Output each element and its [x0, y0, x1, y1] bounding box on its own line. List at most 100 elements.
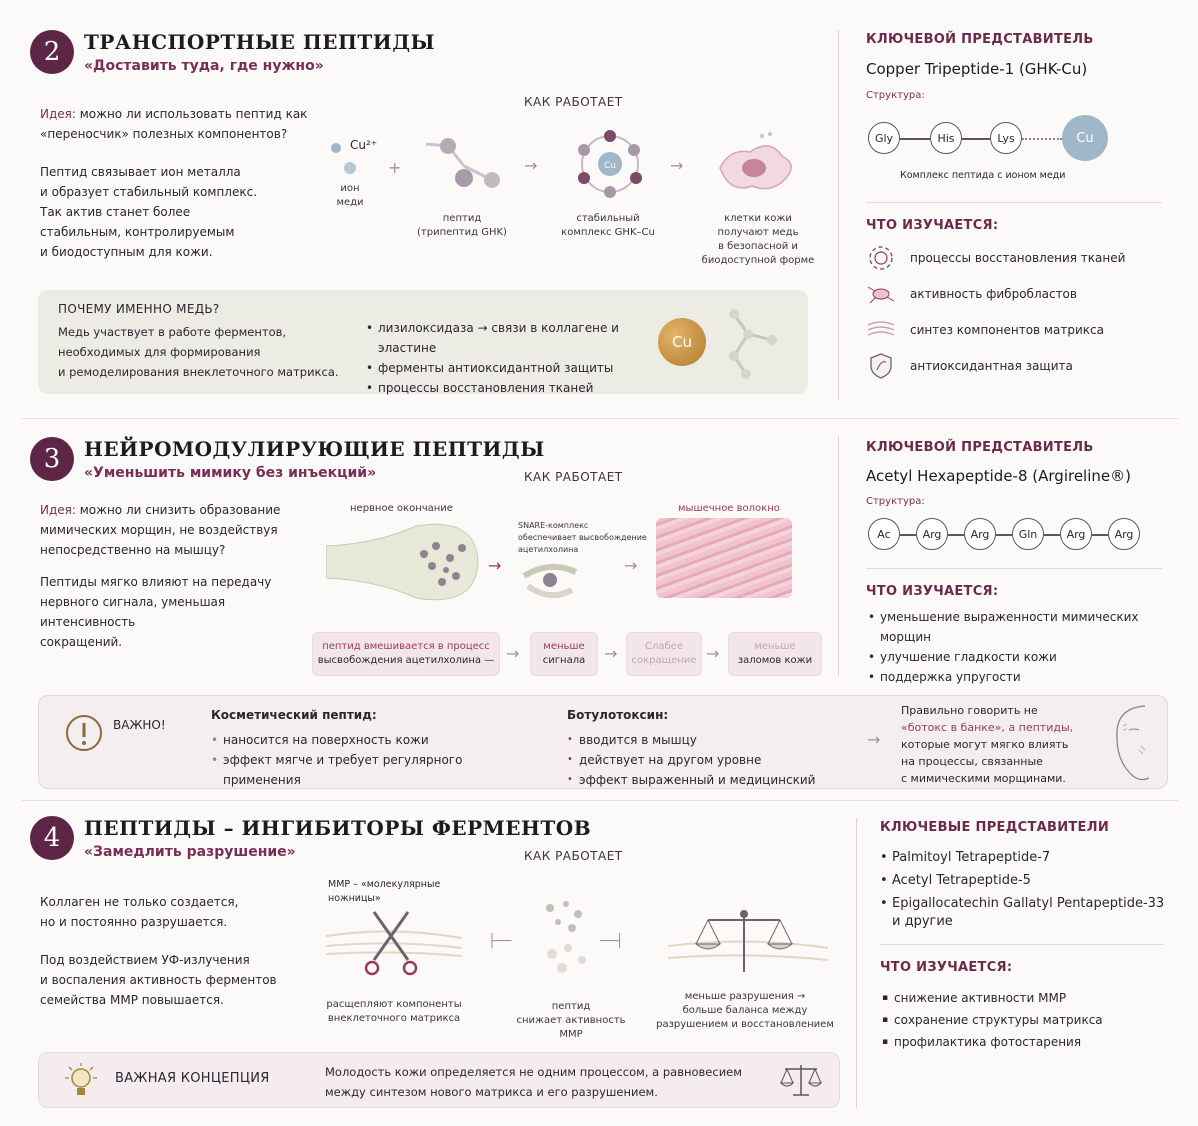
peptide-label: (трипептид GHK) — [417, 227, 507, 238]
representative-item: Palmitoyl Tetrapeptide-7 — [880, 846, 1180, 869]
nerve-icon — [326, 523, 479, 601]
column-divider — [856, 818, 857, 1108]
tissue-repair-icon — [869, 246, 893, 270]
why-copper-box: ПОЧЕМУ ИМЕННО МЕДЬ? Медь участвует в раб… — [38, 290, 808, 398]
copper-ion-icon — [331, 143, 356, 174]
why-line: и ремоделирования внеклеточного матрикса… — [58, 365, 339, 379]
molecule-structure-icon — [729, 309, 777, 379]
why-item: ферменты антиоксидантной защиты — [366, 358, 666, 378]
snare-complex-icon — [522, 563, 578, 599]
fibroblast-icon — [867, 286, 895, 304]
idea-line: мимических морщин, не воздействуя — [40, 523, 278, 537]
section-3-number: 3 — [30, 437, 74, 481]
divider — [880, 944, 1164, 945]
svg-text:Cu: Cu — [604, 161, 616, 171]
copper-ion-illustration: Cu²⁺ — [328, 138, 378, 208]
desc-line: Пептиды мягко влияют на передачу — [40, 575, 272, 589]
cells-label: клетки кожи — [724, 213, 792, 224]
peptide-molecule-icon — [425, 138, 500, 188]
ion-label: ион — [340, 183, 360, 194]
chain-bond — [948, 534, 964, 536]
studied-item: сохранение структуры матрикса — [882, 1009, 1172, 1031]
section-divider — [22, 418, 1178, 419]
amino-acid-node: Arg — [916, 518, 948, 550]
arrow-icon: → — [670, 156, 684, 175]
desc-line: стабильным, контролируемым — [40, 225, 235, 239]
key-representative-heading: КЛЮЧЕВОЙ ПРЕДСТАВИТЕЛЬ — [866, 440, 1094, 455]
studied-item: улучшение гладкости кожи — [868, 647, 1178, 667]
shield-icon — [870, 353, 892, 379]
complex-label: стабильный — [576, 213, 640, 224]
key-representative-heading: КЛЮЧЕВОЙ ПРЕДСТАВИТЕЛЬ — [866, 32, 1094, 47]
cosmetic-item: наносится на поверхность кожи — [211, 730, 541, 750]
structure-label: Структура: — [866, 496, 925, 507]
studied-list: снижение активности ММР сохранение струк… — [882, 987, 1172, 1053]
studied-list: уменьшение выраженности мимических морщи… — [868, 607, 1178, 687]
lightbulb-icon — [65, 1063, 97, 1095]
face-icon — [1116, 705, 1150, 781]
arrow-icon: → — [524, 156, 538, 175]
amino-acid-node: Ac — [868, 518, 900, 550]
amino-acid-node: Lys — [990, 122, 1022, 154]
section-2-title: ТРАНСПОРТНЫЕ ПЕПТИДЫ — [84, 30, 436, 54]
key-representative-name: Acetyl Hexapeptide-8 (Argireline®) — [866, 467, 1131, 485]
arrow-icon: → — [488, 556, 502, 575]
section-4-title: ПЕПТИДЫ – ИНГИБИТОРЫ ФЕРМЕНТОВ — [84, 816, 592, 840]
copper-element-icon: Cu — [658, 318, 706, 366]
why-line: Медь участвует в работе ферментов, — [58, 325, 287, 339]
desc-line: и образует стабильный комплекс. — [40, 185, 258, 199]
scissors-icon — [326, 911, 462, 976]
correct-wording-note: Правильно говорить не «ботокс в банке», … — [901, 704, 1074, 785]
studied-item: профилактика фотостарения — [882, 1031, 1172, 1053]
amino-acid-node: Gly — [868, 122, 900, 154]
arrow-icon: → — [604, 644, 618, 663]
botox-item: вводится в мышцу — [567, 730, 827, 750]
botox-list: вводится в мышцу действует на другом уро… — [567, 730, 827, 790]
complex-label: комплекс GHK–Cu — [561, 227, 655, 238]
desc-line: нервного сигнала, уменьшая интенсивность — [40, 595, 226, 629]
divider — [866, 568, 1162, 569]
chain-caption: Комплекс пептида с ионом меди — [900, 170, 1066, 181]
desc-line: и биодоступным для кожи. — [40, 245, 213, 259]
section-2-number: 2 — [30, 30, 74, 74]
idea-text: можно ли использовать пептид как «перено… — [40, 107, 308, 141]
section-4-subtitle: «Замедлить разрушение» — [84, 844, 296, 860]
cosmetic-title: Косметический пептид: — [211, 708, 377, 722]
amino-acid-node: Arg — [964, 518, 996, 550]
section-divider — [22, 800, 1178, 801]
skin-cell-icon — [719, 132, 792, 190]
chain-bond — [962, 138, 990, 140]
what-is-studied-heading: ЧТО ИЗУЧАЕТСЯ: — [866, 218, 999, 233]
botox-title: Ботулотоксин: — [567, 708, 669, 722]
desc-line: Пептид связывает ион металла — [40, 165, 241, 179]
key-concept-box: ВАЖНАЯ КОНЦЕПЦИЯ Молодость кожи определя… — [38, 1052, 840, 1108]
key-representatives-heading: КЛЮЧЕВЫЕ ПРЕДСТАВИТЕЛИ — [880, 820, 1110, 835]
why-copper-title: ПОЧЕМУ ИМЕННО МЕДЬ? — [58, 302, 220, 316]
cells-label: биодоступной форме — [701, 255, 815, 266]
key-concept-text: Молодость кожи определяется не одним про… — [325, 1065, 742, 1099]
cells-label: получают медь — [717, 227, 799, 238]
chain-bond — [900, 138, 930, 140]
arrow-icon: → — [624, 556, 638, 575]
amino-acid-node: Gln — [1012, 518, 1044, 550]
botox-item: действует на другом уровне — [567, 750, 827, 770]
chain-bond — [996, 534, 1012, 536]
muscle-fiber-label: мышечное волокно — [678, 503, 780, 514]
structure-label: Структура: — [866, 90, 925, 101]
studied-item: синтез компонентов матрикса — [866, 312, 1166, 348]
what-is-studied-heading: ЧТО ИЗУЧАЕТСЯ: — [866, 584, 999, 599]
section-2-subtitle: «Доставить туда, где нужно» — [84, 58, 324, 74]
divider — [866, 202, 1162, 203]
peptide-label: пептид — [442, 213, 482, 224]
ghk-cu-complex-icon: Cu — [578, 130, 642, 198]
key-representative-name: Copper Tripeptide-1 (GHK-Cu) — [866, 60, 1088, 78]
muscle-fiber-illustration — [656, 518, 792, 598]
idea-line: непосредственно на мышцу? — [40, 543, 226, 557]
cosmetic-item: эффект мягче и требует регулярного приме… — [211, 750, 541, 790]
cu-label: Cu²⁺ — [350, 138, 378, 152]
idea-label: Идея: — [40, 107, 76, 121]
studied-item: процессы восстановления тканей — [866, 240, 1166, 276]
